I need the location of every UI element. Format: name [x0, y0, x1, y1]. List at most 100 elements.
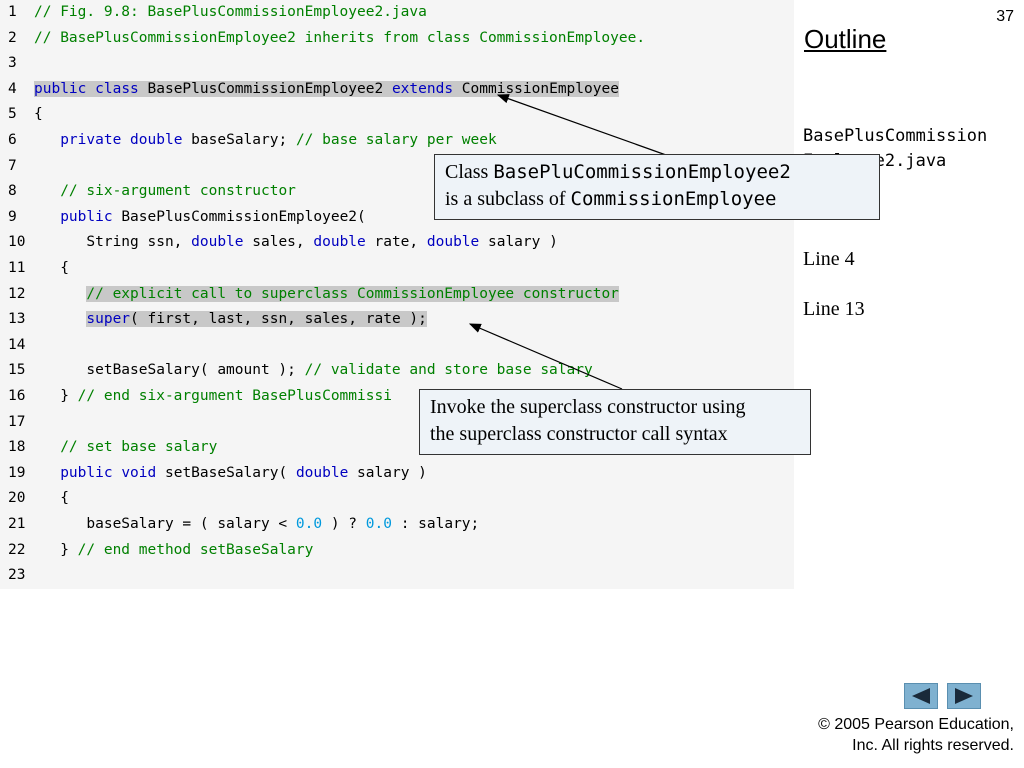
code-line-9: 9 public BasePlusCommissionEmployee2( [0, 205, 794, 231]
code-text: baseSalary = ( salary < 0.0 ) ? 0.0 : sa… [34, 512, 479, 538]
line-number: 13 [8, 311, 26, 328]
code-token-plain: setBaseSalary( amount ); [34, 362, 305, 379]
code-token-kw: public [60, 464, 113, 481]
code-line-4: 4 public class BasePlusCommissionEmployee… [0, 77, 794, 103]
code-token-kw: extends [391, 80, 454, 97]
code-line-12: 12 // explicit call to superclass Commis… [0, 282, 794, 308]
copyright-line2: Inc. All rights reserved. [852, 737, 1014, 754]
code-line-5: 5{ [0, 102, 794, 128]
code-text: // BasePlusCommissionEmployee2 inherits … [34, 26, 645, 52]
line-number: 10 [8, 234, 26, 251]
side-line-13: Line 13 [803, 298, 865, 320]
code-token-plain: } [34, 388, 78, 404]
code-text: { [34, 256, 69, 282]
code-text: setBaseSalary( amount ); // validate and… [34, 358, 593, 384]
line-number: 15 [8, 362, 26, 379]
copyright-line1: © 2005 Pearson Education, [818, 716, 1014, 733]
code-token-plain: salary ) [348, 464, 427, 481]
callout-subclass: Class BasePluCommissionEmployee2 is a su… [434, 154, 880, 220]
code-token-plain: BasePlusCommissionEmployee2( [112, 208, 375, 225]
code-listing: 1 // Fig. 9.8: BasePlusCommissionEmployee… [0, 0, 794, 589]
code-token-plain: { [34, 490, 69, 507]
callout-1-superclass-name: CommissionEmployee [570, 188, 777, 210]
code-token-plain: } [34, 541, 78, 558]
callout-1-class-name: BasePluCommissionEmployee2 [493, 161, 791, 183]
line-number: 11 [8, 260, 26, 276]
code-text: } // end six-argument BasePlusCommissi [34, 384, 392, 410]
code-token-plain: ( first, last, ssn, sales, rate ); [130, 311, 427, 328]
code-token-comment: // set base salary [60, 439, 218, 456]
code-token-plain [34, 286, 86, 302]
code-token-kw: double [295, 464, 349, 481]
code-token-plain: rate, [365, 234, 427, 251]
code-line-11: 11 { [0, 256, 794, 282]
code-token-kw: super [86, 311, 131, 328]
line-number: 4 [8, 80, 17, 97]
code-token-plain [34, 183, 60, 199]
code-token-plain [34, 465, 60, 481]
code-text: // explicit call to superclass Commissio… [34, 282, 619, 308]
line-number: 9 [8, 208, 17, 225]
code-text: { [34, 486, 69, 512]
code-token-plain: CommissionEmployee [453, 80, 619, 97]
code-line-1: 1 // Fig. 9.8: BasePlusCommissionEmployee… [0, 0, 794, 26]
code-text: public class BasePlusCommissionEmployee2… [34, 77, 619, 103]
code-line-14: 14 [0, 333, 794, 359]
code-line-8: 8 // six-argument constructor [0, 179, 794, 205]
code-token-comment: // validate and store base salary [304, 362, 593, 379]
line-number: 17 [8, 413, 26, 430]
code-text: // Fig. 9.8: BasePlusCommissionEmployee2… [34, 0, 427, 26]
code-token-kw: void [121, 464, 157, 481]
code-token-plain: sales, [243, 234, 314, 251]
callout-super-call: Invoke the superclass constructor using … [419, 389, 811, 455]
line-number: 23 [8, 567, 26, 584]
code-token-kw: double [130, 132, 183, 148]
code-token-plain [34, 132, 60, 148]
callout-1-prefix: Class [445, 161, 494, 183]
code-line-13: 13 super( first, last, ssn, sales, rate … [0, 307, 794, 333]
code-token-plain: { [34, 260, 69, 276]
code-token-plain: BasePlusCommissionEmployee2 [138, 80, 392, 97]
code-token-kw: double [426, 234, 480, 251]
code-line-2: 2 // BasePlusCommissionEmployee2 inherits… [0, 26, 794, 52]
code-token-comment: // Fig. 9.8: BasePlusCommissionEmployee2… [34, 4, 427, 20]
code-token-comment: // end method setBaseSalary [77, 541, 314, 558]
line-number: 19 [8, 464, 26, 481]
code-token-plain: salary ) [479, 234, 558, 251]
code-token-kw: double [191, 234, 244, 251]
code-token-plain [34, 311, 86, 327]
code-token-plain [86, 81, 95, 97]
code-line-22: 22 } // end method setBaseSalary [0, 538, 794, 564]
code-token-kw: public [34, 80, 87, 97]
line-number: 5 [8, 106, 17, 123]
code-token-comment: // explicit call to superclass Commissio… [86, 285, 619, 302]
line-number: 6 [8, 132, 17, 148]
side-line-4: Line 4 [803, 248, 855, 270]
code-line-23: 23 [0, 563, 794, 589]
code-line-17: 17 [0, 410, 794, 436]
line-number: 1 [8, 4, 17, 20]
highlighted-code: // explicit call to superclass Commissio… [86, 285, 619, 302]
line-number: 8 [8, 183, 17, 200]
code-line-16: 16 } // end six-argument BasePlusCommiss… [0, 384, 794, 410]
previous-slide-button[interactable] [904, 683, 938, 709]
code-line-19: 19 public void setBaseSalary( double sal… [0, 461, 794, 487]
code-token-num: 0.0 [365, 516, 392, 532]
line-number: 2 [8, 29, 17, 46]
callout-2-line1: Invoke the superclass constructor using [430, 396, 746, 418]
code-token-plain: setBaseSalary( [156, 464, 296, 481]
slide-number: 37 [996, 8, 1014, 25]
highlighted-code: public class BasePlusCommissionEmployee2… [34, 80, 619, 97]
code-token-kw: double [313, 234, 366, 251]
code-token-plain: : salary; [391, 516, 480, 532]
code-token-plain: baseSalary = ( salary < [34, 516, 296, 532]
code-line-15: 15 setBaseSalary( amount ); // validate … [0, 358, 794, 384]
left-triangle-icon [912, 688, 930, 704]
code-token-plain: ) ? [322, 516, 366, 532]
line-number: 12 [8, 285, 26, 302]
next-slide-button[interactable] [947, 683, 981, 709]
code-token-num: 0.0 [295, 516, 323, 532]
code-token-plain [34, 209, 60, 225]
line-number: 22 [8, 541, 26, 558]
outline-title[interactable]: Outline [804, 24, 887, 54]
